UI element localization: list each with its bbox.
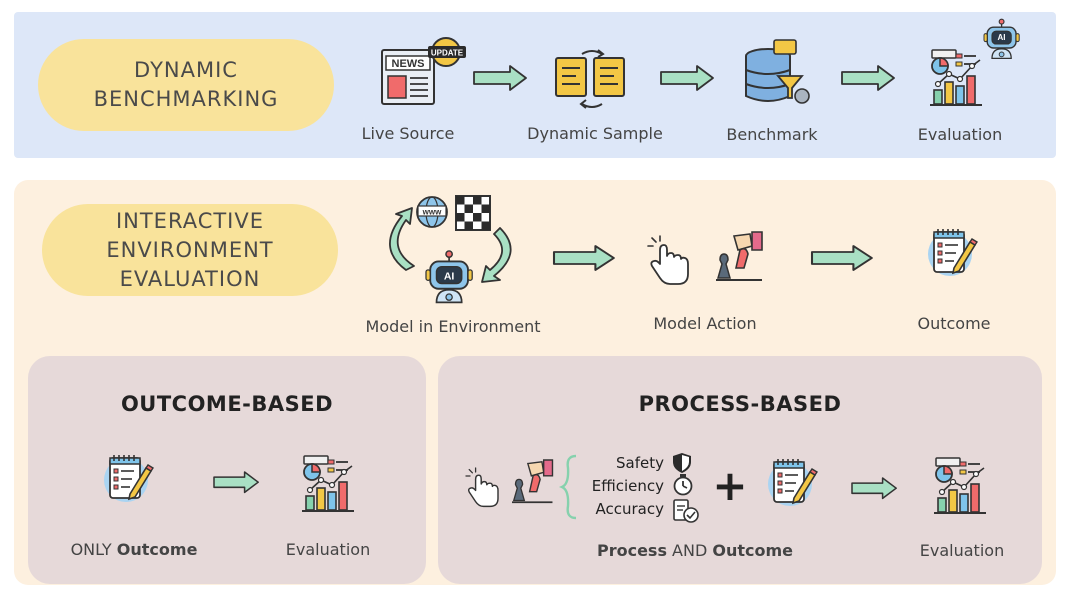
robot-ai-text: AI	[444, 270, 455, 282]
metric-accuracy: Accuracy	[595, 500, 664, 518]
pill-line: EVALUATION	[119, 266, 261, 291]
cycle-arrow-icon	[389, 207, 415, 271]
interactive-environment-pill: INTERACTIVE ENVIRONMENT EVALUATION	[42, 204, 338, 296]
clipboard-icon	[767, 458, 818, 507]
accuracy-report-icon	[673, 499, 699, 523]
arrow-icon	[851, 477, 897, 500]
evaluation-chart-icon	[301, 455, 355, 512]
arrow-icon	[213, 471, 259, 494]
step-label-model-action: Model Action	[653, 314, 757, 333]
process-bold: Process	[596, 541, 667, 560]
arrow-icon	[660, 65, 714, 91]
evaluation-chart-icon	[933, 457, 987, 514]
robot-icon: AI	[425, 250, 474, 304]
plus-sign: +	[712, 461, 748, 510]
outcome-bold: Outcome	[116, 540, 198, 559]
robot-icon: AI	[983, 18, 1020, 60]
only-prefix: ONLY	[70, 540, 117, 559]
dynamic-sample-icon	[555, 49, 625, 109]
arrow-icon	[810, 244, 873, 272]
tap-hand-icon	[647, 235, 689, 285]
update-text: UPDATE	[431, 49, 464, 58]
globe-icon: www	[416, 196, 448, 228]
process-and-outcome-label: Process AND Outcome	[560, 541, 830, 560]
evaluation-chart-icon	[929, 49, 983, 106]
outcome-evaluation-label: Evaluation	[285, 540, 371, 559]
robot-ai-text: AI	[998, 33, 1006, 42]
clipboard-icon	[927, 228, 978, 277]
arrow-icon	[552, 244, 615, 272]
shield-icon	[673, 453, 691, 473]
cycle-arrow-icon	[481, 227, 512, 283]
pill-line: BENCHMARKING	[93, 87, 279, 111]
outcome-based-title: OUTCOME-BASED	[120, 392, 334, 416]
step-label-benchmark: Benchmark	[726, 125, 818, 144]
step-label-model-in-environment: Model in Environment	[365, 317, 541, 336]
metric-efficiency: Efficiency	[591, 477, 664, 495]
pill-line: INTERACTIVE	[115, 208, 265, 233]
arrow-icon	[841, 65, 895, 91]
tap-hand-icon	[465, 467, 499, 508]
step-label-outcome: Outcome	[917, 314, 991, 333]
step-label-evaluation: Evaluation	[917, 125, 1003, 144]
and-text: AND	[666, 541, 713, 560]
news-text: NEWS	[392, 58, 425, 70]
clipboard-icon	[103, 454, 154, 503]
outcome-bold: Outcome	[712, 541, 794, 560]
brace-icon	[558, 454, 577, 520]
www-text: www	[422, 208, 442, 217]
outcome-based-box	[28, 356, 426, 584]
database-icon	[745, 39, 810, 104]
chessboard-icon	[455, 195, 491, 231]
newspaper-icon: NEWS UPDATE	[381, 37, 466, 105]
stopwatch-icon	[673, 474, 693, 496]
pill-line: DYNAMIC	[134, 58, 238, 82]
pill-line: ENVIRONMENT	[106, 237, 274, 262]
process-evaluation-label: Evaluation	[919, 541, 1005, 560]
metric-safety: Safety	[616, 454, 664, 472]
chess-move-icon	[511, 459, 554, 504]
model-environment-icon: www AI	[389, 195, 512, 304]
arrow-icon	[473, 65, 527, 91]
dynamic-benchmarking-pill: DYNAMIC BENCHMARKING	[38, 39, 334, 131]
step-label-live-source: Live Source	[361, 124, 455, 143]
process-based-title: PROCESS-BASED	[638, 392, 842, 416]
step-label-dynamic-sample: Dynamic Sample	[527, 124, 663, 143]
only-outcome-label: ONLY Outcome	[48, 540, 220, 559]
chess-move-icon	[715, 231, 763, 281]
